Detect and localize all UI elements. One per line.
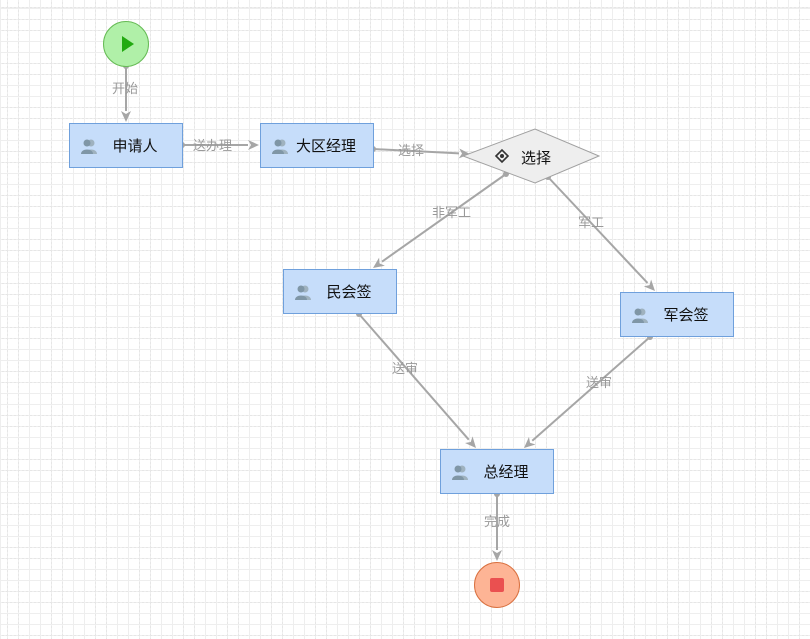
task-label: 申请人 <box>112 137 158 155</box>
users-icon <box>632 308 648 323</box>
gateway-label: 选择 <box>521 149 552 167</box>
users-icon <box>452 465 468 480</box>
edge-label: 开始 <box>112 82 138 97</box>
users-icon <box>272 139 288 154</box>
end-event[interactable] <box>474 562 520 608</box>
edge-line[interactable] <box>531 336 651 442</box>
arrowhead-icon <box>458 148 470 159</box>
edge-applicant-to-regional-manager[interactable]: 送办理 <box>179 139 259 154</box>
edge-regional-manager-to-choice[interactable]: 选择 <box>370 144 470 159</box>
arrowhead-icon <box>643 279 655 291</box>
start-event[interactable] <box>103 21 149 67</box>
task-applicant[interactable]: 申请人 <box>69 123 183 168</box>
arrowhead-icon <box>248 140 259 150</box>
edge-line[interactable] <box>358 313 470 441</box>
edge-start-to-applicant[interactable]: 开始 <box>112 63 138 122</box>
task-general-manager[interactable]: 总经理 <box>440 449 554 494</box>
arrowhead-icon <box>464 436 476 448</box>
arrowhead-icon <box>373 257 385 268</box>
task-label: 民会签 <box>326 283 372 301</box>
edge-general-manager-to-end[interactable]: 完成 <box>484 491 510 561</box>
task-label: 军会签 <box>663 306 709 324</box>
edge-label: 完成 <box>484 515 510 530</box>
edge-line[interactable] <box>547 176 649 284</box>
task-label: 总经理 <box>483 463 529 481</box>
edge-label: 选择 <box>398 144 424 159</box>
edge-label: 送办理 <box>193 139 232 154</box>
task-label: 大区经理 <box>295 137 356 155</box>
gateway-choice[interactable] <box>463 128 603 188</box>
play-icon <box>122 36 134 52</box>
edge-label: 送审 <box>586 376 612 391</box>
edge-label: 军工 <box>578 216 604 231</box>
arrowhead-icon <box>524 436 536 448</box>
task-military-countersign[interactable]: 军会签 <box>620 292 734 337</box>
task-regional-manager[interactable]: 大区经理 <box>260 123 374 168</box>
users-icon <box>81 139 97 154</box>
edge-choice-to-civil-countersign[interactable]: 非军工 <box>373 171 509 268</box>
edge-military-countersign-to-general-manager[interactable]: 送审 <box>524 334 653 448</box>
edge-choice-to-military-countersign[interactable]: 军工 <box>545 174 655 291</box>
gateway-icon <box>494 148 510 164</box>
edge-civil-countersign-to-general-manager[interactable]: 送审 <box>356 311 476 448</box>
task-civil-countersign[interactable]: 民会签 <box>283 269 397 314</box>
stop-icon <box>490 578 504 592</box>
users-icon <box>295 285 311 300</box>
arrowhead-icon <box>121 111 131 122</box>
edge-line[interactable] <box>372 148 460 155</box>
edge-label: 送审 <box>392 362 418 377</box>
edge-line[interactable] <box>381 173 507 263</box>
arrowhead-icon <box>492 550 502 561</box>
edge-label: 非军工 <box>432 206 471 221</box>
